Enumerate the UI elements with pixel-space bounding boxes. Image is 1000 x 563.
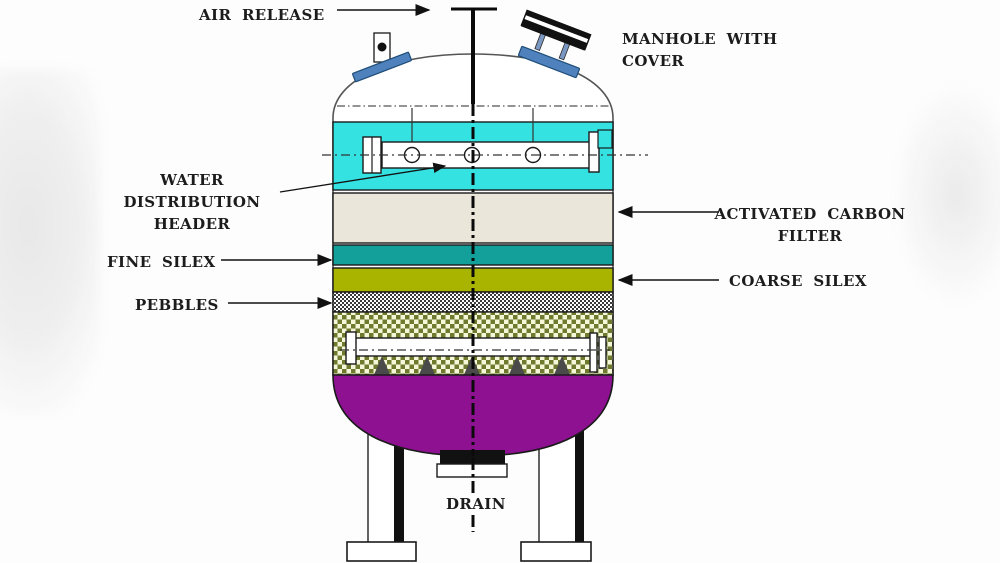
label-drain: DRAIN [446,495,506,513]
collector-pipe [349,337,593,357]
label-coarse-silex: COARSE SILEX [729,272,867,290]
vent-valve-dot [377,42,387,52]
drain-nozzle [440,450,505,464]
label-manhole-line2: COVER [622,52,685,70]
collector-flange-left [345,331,357,365]
label-water-header: WATER DISTRIBUTION HEADER [88,169,296,235]
header-flange-right [588,131,600,173]
manhole-cover [520,9,592,51]
label-activated-carbon-line1: ACTIVATED CARBON [714,205,906,223]
manhole-flange [517,45,581,79]
label-water-header-line2: HEADER [153,215,231,233]
label-pebbles: PEBBLES [135,296,219,314]
label-air-release: AIR RELEASE [199,6,325,24]
collector-flange-right-2 [598,336,607,369]
foot-right [520,541,592,562]
arrow-water-header [279,162,447,193]
header-flange-left [362,136,382,174]
collector-flange-right-1 [589,332,598,373]
manhole-assembly [517,9,592,79]
label-manhole-line1: MANHOLE WITH [622,30,778,48]
vent-fitting [352,32,412,83]
label-fine-silex: FINE SILEX [107,253,216,271]
label-activated-carbon-line2: FILTER [777,227,843,245]
label-activated-carbon: ACTIVATED CARBON FILTER [710,203,910,247]
label-water-header-line1: WATER DISTRIBUTION [123,171,261,211]
header-inlet-stub [597,129,613,149]
label-manhole: MANHOLE WITH COVER [622,28,777,72]
foot-left [346,541,417,562]
